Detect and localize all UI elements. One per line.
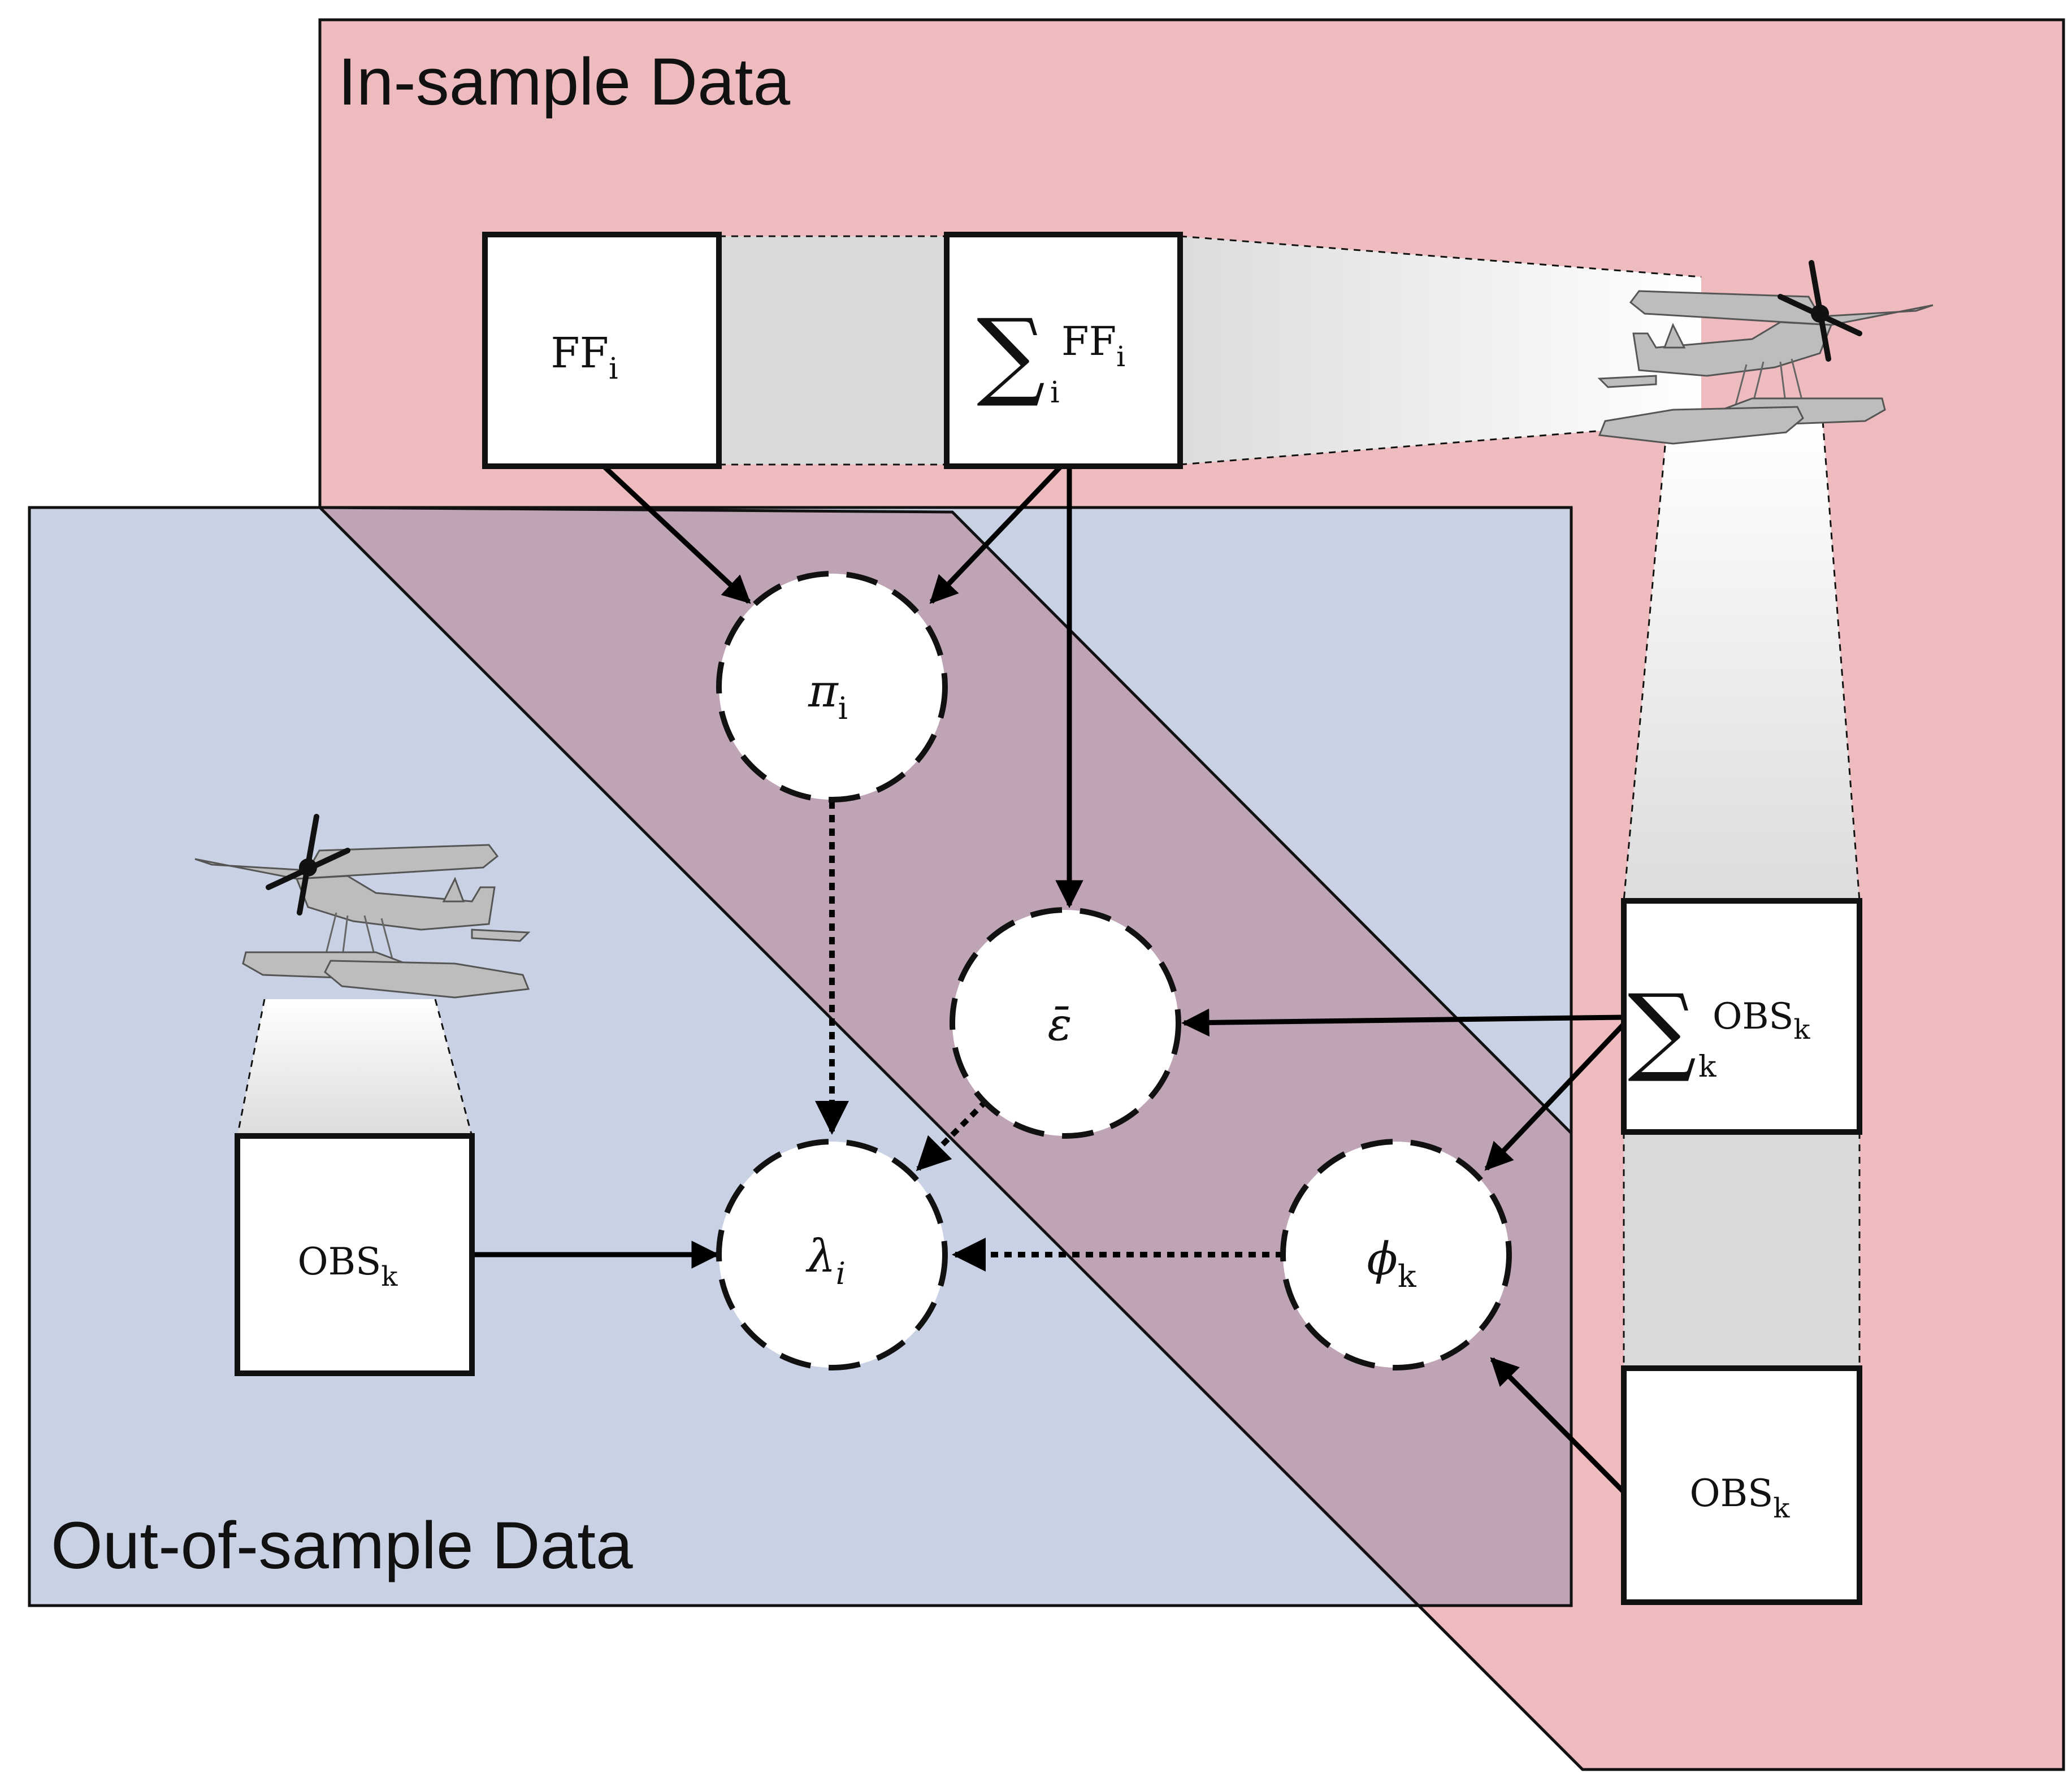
node-ff: FFi [482, 232, 722, 469]
svg-text:πi: πi [808, 665, 848, 726]
obs-right-sub: k [1773, 1493, 1790, 1524]
sum-ff-base: FF [1061, 318, 1116, 365]
node-sum-obs: ∑ k OBSk [1621, 898, 1862, 1135]
eps-symbol: ε̄ [1048, 998, 1072, 1051]
node-ff-sub: i [609, 352, 618, 386]
node-pi: πi [716, 571, 948, 803]
edges [472, 462, 1626, 1494]
obs-right-base: OBS [1690, 1472, 1774, 1515]
edge-obs-to-phi [1490, 1357, 1626, 1494]
pi-symbol: π [808, 665, 839, 717]
lambda-sub: i [836, 1256, 846, 1291]
obs-left-base: OBS [298, 1240, 382, 1283]
obs-left-sub: k [381, 1261, 398, 1292]
sum-obs-sigma: ∑ [1628, 974, 1696, 1086]
phi-sub: k [1398, 1259, 1417, 1294]
node-eps: ε̄ [950, 907, 1181, 1139]
svg-text:λi: λi [805, 1230, 846, 1291]
beam-top [719, 235, 1702, 466]
node-lambda: λi [716, 1139, 948, 1370]
lambda-symbol: λ [805, 1230, 836, 1282]
edge-sumobs-to-eps [1181, 1008, 1624, 1037]
out-of-sample-label: Out-of-sample Data [51, 1508, 633, 1583]
sum-obs-sub: k [1793, 1014, 1810, 1046]
node-ff-base: FF [550, 329, 609, 378]
node-obs-right: OBSk [1621, 1365, 1862, 1605]
sum-ff-sub: i [1116, 340, 1125, 373]
edge-ff-to-pi [600, 462, 751, 604]
sum-ff-sigma: ∑ [977, 298, 1045, 410]
node-sum-ff: ∑ i FFi [944, 232, 1183, 469]
svg-text:OBSk: OBSk [1713, 996, 1810, 1046]
beam-right [1623, 420, 1861, 1368]
in-sample-label: In-sample Data [338, 45, 791, 119]
edge-eps-to-lambda [916, 1099, 989, 1172]
sum-obs-index: k [1698, 1050, 1716, 1084]
out-of-sample-border [28, 506, 1573, 1607]
phi-symbol: ϕ [1367, 1233, 1398, 1285]
beam-left [236, 999, 473, 1137]
edge-sumobs-to-phi [1484, 1022, 1626, 1171]
node-obs-left: OBSk [235, 1133, 475, 1376]
svg-text:OBSk: OBSk [298, 1240, 398, 1292]
node-phi: ϕk [1280, 1139, 1512, 1370]
edge-sumff-to-pi [929, 462, 1065, 604]
svg-text:ϕk: ϕk [1367, 1233, 1417, 1294]
svg-text:OBSk: OBSk [1690, 1472, 1791, 1524]
overlap-region [320, 508, 1571, 1606]
svg-text:FFi: FFi [1061, 318, 1125, 373]
svg-text:FFi: FFi [550, 329, 618, 386]
sum-obs-base: OBS [1713, 996, 1793, 1038]
sum-ff-index: i [1050, 376, 1060, 410]
pi-sub: i [838, 691, 848, 726]
